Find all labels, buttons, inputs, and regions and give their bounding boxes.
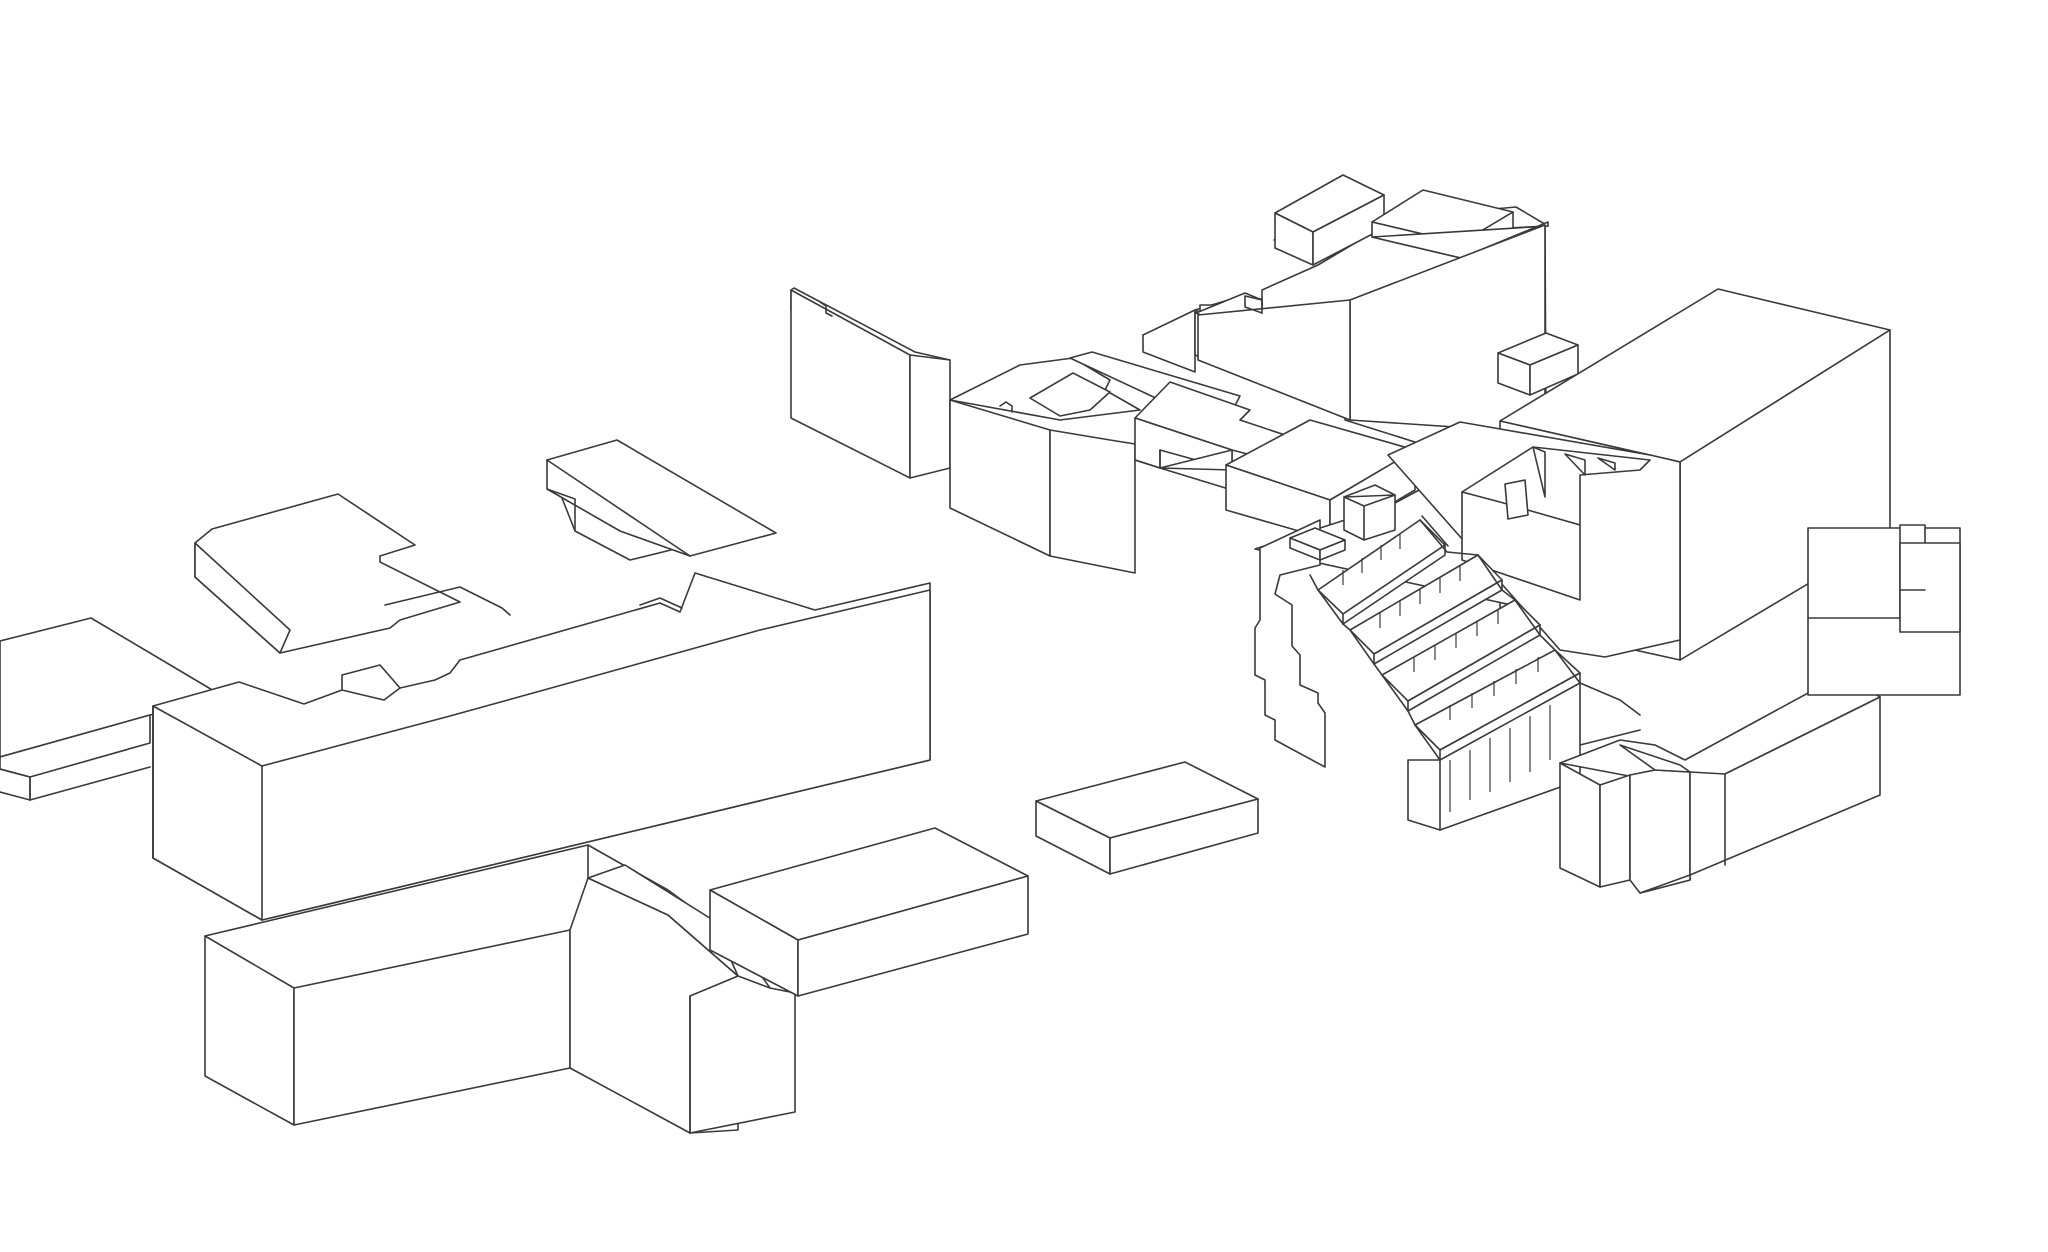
main-long-building (152, 572, 931, 921)
rear-small-annex (1497, 332, 1579, 396)
terraced-feature-building (1254, 421, 1681, 831)
right-gabled-building (1559, 679, 1881, 894)
connector-wing (1069, 351, 1301, 491)
central-small-block (1035, 761, 1259, 875)
front-gabled-building (204, 844, 796, 1134)
row-building-left (949, 357, 1141, 574)
tall-rear-building (1142, 174, 1549, 461)
front-low-block (709, 827, 1029, 997)
left-wing-slab (0, 617, 215, 801)
far-right-block (1807, 524, 1961, 696)
upper-left-block (790, 287, 951, 479)
terrace-levels (1309, 515, 1641, 831)
courtyard-wing-building (194, 439, 777, 654)
